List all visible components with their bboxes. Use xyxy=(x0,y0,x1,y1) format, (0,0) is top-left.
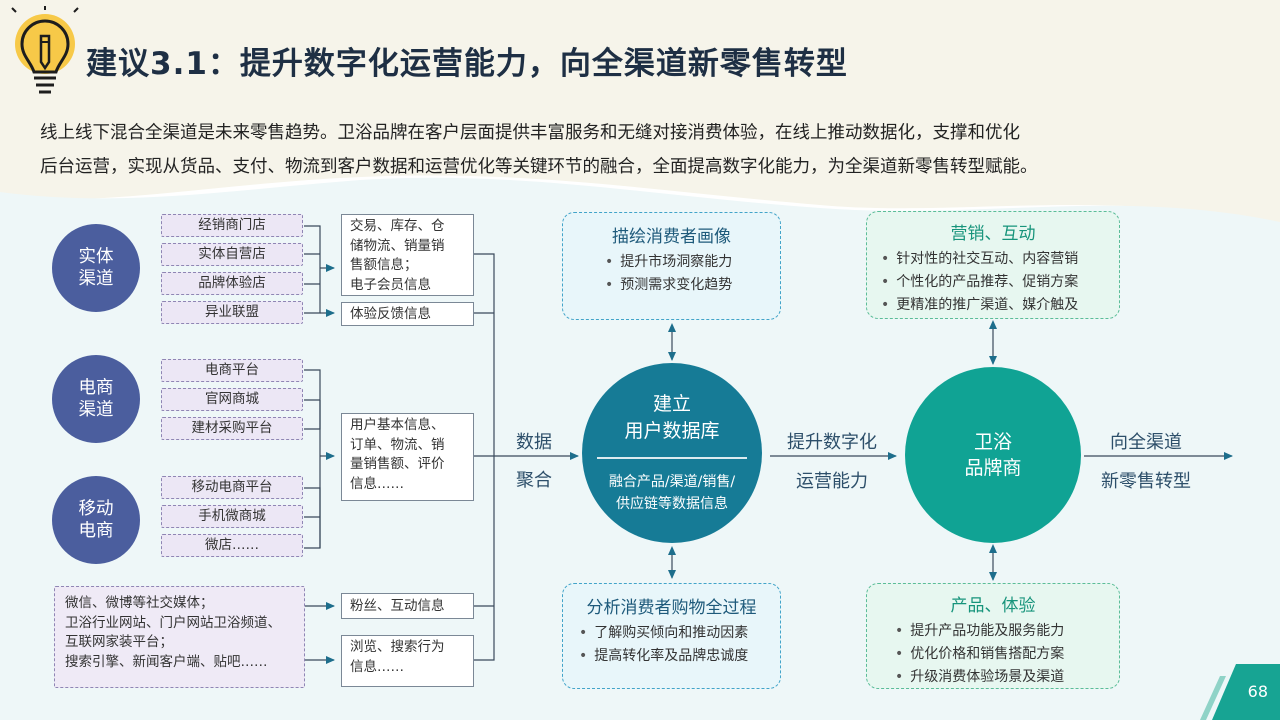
fans-info-box: 粉丝、互动信息 xyxy=(341,593,474,619)
channel-item: 移动电商平台 xyxy=(161,476,303,499)
bathroom-brand-circle: 卫浴 品牌商 xyxy=(905,367,1081,543)
trade-info-line: 售额信息； xyxy=(350,257,418,273)
channel-item: 经销商门店 xyxy=(161,214,303,237)
user-info-line: 信息…… xyxy=(350,475,404,492)
channel-mobile-line1: 移动 xyxy=(78,499,114,519)
channel-item: 官网商城 xyxy=(161,388,303,411)
page-title: 建议3.1：提升数字化运营能力，向全渠道新零售转型 xyxy=(86,46,848,82)
intro-paragraph: 线上线下混合全渠道是未来零售趋势。卫浴品牌在客户层面提供丰富服务和无缝对接消费体… xyxy=(40,116,1255,184)
channel-ecommerce-line2: 渠道 xyxy=(78,400,114,420)
product-experience-item: 升级消费体验场景及渠道 xyxy=(895,666,1107,689)
social-source-line: 卫浴行业网站、门户网站卫浴频道、 xyxy=(65,614,281,631)
marketing-interaction-item: 更精准的推广渠道、媒介触及 xyxy=(881,294,1107,317)
marketing-interaction-box: 营销、互动 针对性的社交互动、内容营销 个性化的产品推荐、促销方案 更精准的推广… xyxy=(866,211,1120,319)
trade-info-line: 交易、库存、仓 xyxy=(350,218,445,234)
social-sources-box: 微信、微博等社交媒体； 卫浴行业网站、门户网站卫浴频道、 互联网家装平台； 搜索… xyxy=(54,586,305,688)
channel-item: 微店…… xyxy=(161,534,303,557)
channel-mobile-circle: 移动 电商 xyxy=(52,476,140,564)
browse-info-line: 浏览、搜索行为 xyxy=(350,639,445,655)
upgrade-label-2: 运营能力 xyxy=(796,471,868,492)
channel-item: 建材采购平台 xyxy=(161,417,303,440)
channel-item: 异业联盟 xyxy=(161,301,303,324)
social-source-line: 互联网家装平台； xyxy=(65,634,173,650)
user-info-line: 用户基本信息、 xyxy=(350,417,445,433)
channel-item: 手机微商城 xyxy=(161,505,303,528)
channel-mobile-line2: 电商 xyxy=(78,521,114,541)
channel-item: 电商平台 xyxy=(161,359,303,382)
channel-physical-line1: 实体 xyxy=(78,247,114,267)
browse-info-line: 信息…… xyxy=(350,658,404,675)
trade-info-line: 电子会员信息 xyxy=(350,276,431,293)
browse-info-box: 浏览、搜索行为 信息…… xyxy=(341,635,474,687)
upgrade-label-1: 提升数字化 xyxy=(787,432,877,453)
brand-line-1: 卫浴 xyxy=(973,431,1012,453)
intro-line-2: 后台运营，实现从货品、支付、物流到客户数据和运营优化等关键环节的融合，全面提高数… xyxy=(40,157,1038,177)
social-source-line: 搜索引擎、新闻客户端、贴吧…… xyxy=(65,653,268,670)
consumer-portrait-box: 描绘消费者画像 提升市场洞察能力 预测需求变化趋势 xyxy=(562,212,781,320)
marketing-interaction-item: 针对性的社交互动、内容营销 xyxy=(881,248,1107,271)
channel-item: 实体自营店 xyxy=(161,243,303,266)
feedback-info-box: 体验反馈信息 xyxy=(341,302,474,326)
data-aggregation-label-2: 聚合 xyxy=(516,470,552,491)
shopping-process-item: 了解购买倾向和推动因素 xyxy=(579,622,768,645)
product-experience-title: 产品、体验 xyxy=(950,596,1036,616)
page-number: 68 xyxy=(1247,682,1268,701)
database-sub-1: 融合产品/渠道/销售/ xyxy=(608,473,736,490)
output-label-1: 向全渠道 xyxy=(1110,432,1182,453)
output-label-2: 新零售转型 xyxy=(1101,471,1191,492)
channel-physical-line2: 渠道 xyxy=(78,269,114,289)
database-divider xyxy=(597,457,747,459)
shopping-process-item: 提高转化率及品牌忠诚度 xyxy=(579,645,768,668)
channel-ecommerce-line1: 电商 xyxy=(78,378,114,398)
user-info-line: 量销售额、评价 xyxy=(350,456,445,472)
user-info-box: 用户基本信息、 订单、物流、销 量销售额、评价 信息…… xyxy=(341,413,474,501)
product-experience-box: 产品、体验 提升产品功能及服务能力 优化价格和销售搭配方案 升级消费体验场景及渠… xyxy=(866,583,1120,689)
social-source-line: 微信、微博等社交媒体； xyxy=(65,595,214,611)
consumer-portrait-title: 描绘消费者画像 xyxy=(612,227,731,247)
channel-item: 品牌体验店 xyxy=(161,272,303,295)
product-experience-item: 提升产品功能及服务能力 xyxy=(895,620,1107,643)
intro-line-1: 线上线下混合全渠道是未来零售趋势。卫浴品牌在客户层面提供丰富服务和无缝对接消费体… xyxy=(40,123,1020,143)
database-line-2: 用户数据库 xyxy=(624,420,720,443)
consumer-portrait-item: 预测需求变化趋势 xyxy=(605,274,768,297)
channel-ecommerce-circle: 电商 渠道 xyxy=(52,355,140,443)
database-line-1: 建立 xyxy=(652,393,691,416)
marketing-interaction-item: 个性化的产品推荐、促销方案 xyxy=(881,271,1107,294)
shopping-process-title: 分析消费者购物全过程 xyxy=(586,598,757,618)
lightbulb-icon xyxy=(11,6,79,94)
shopping-process-box: 分析消费者购物全过程 了解购买倾向和推动因素 提高转化率及品牌忠诚度 xyxy=(562,583,781,689)
consumer-portrait-item: 提升市场洞察能力 xyxy=(605,251,768,274)
user-info-line: 订单、物流、销 xyxy=(350,436,445,453)
brand-line-2: 品牌商 xyxy=(964,457,1022,479)
user-database-circle: 建立 用户数据库 融合产品/渠道/销售/ 供应链等数据信息 xyxy=(582,363,762,543)
channel-physical-circle: 实体 渠道 xyxy=(52,224,140,312)
data-aggregation-label-1: 数据 xyxy=(516,432,552,453)
database-sub-2: 供应链等数据信息 xyxy=(616,495,728,512)
trade-info-line: 储物流、销量销 xyxy=(350,237,445,254)
product-experience-item: 优化价格和销售搭配方案 xyxy=(895,643,1107,666)
trade-info-box: 交易、库存、仓 储物流、销量销 售额信息； 电子会员信息 xyxy=(341,214,474,296)
marketing-interaction-title: 营销、互动 xyxy=(950,224,1036,244)
